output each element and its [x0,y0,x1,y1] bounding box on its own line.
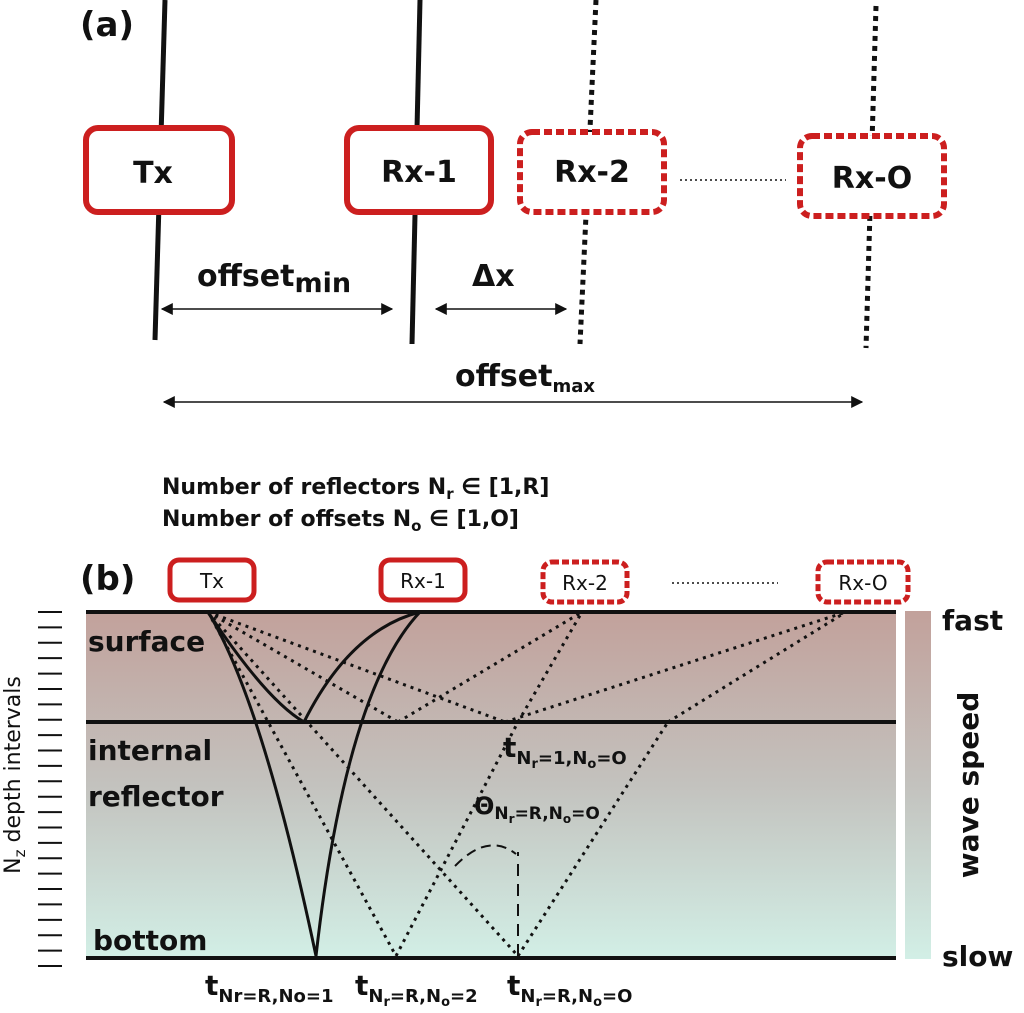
ray-bottom-o-to-rxo [667,610,847,724]
ray-bottom-2-to-rx2 [516,611,584,723]
delta-x-label: Δx [472,259,515,294]
angle-arc [454,844,517,867]
rx2-box [517,129,667,215]
offset-count-note: Number of offsets No ∈ [1,O] [162,507,519,535]
panel-a: (a) Tx Rx-1 Rx-2 Rx-O offsetmin Δx offse… [80,0,947,408]
tx-label-b: Tx [199,569,224,593]
colorbar-fast-label: fast [942,604,1003,637]
ray-tx-to-bottom-1 [206,611,318,957]
bottom-label: bottom [93,924,207,957]
tx-box-b [167,557,257,603]
colorbar-slow-label: slow [942,940,1013,973]
depth-axis-label: Nz depth intervals [1,676,29,874]
rx2-label: Rx-2 [554,155,630,190]
internal-reflector-label-1: internal [88,734,212,767]
rxo-box-b [815,559,911,605]
t-internal-label: tNr=1,No=O [503,731,627,772]
ray-bottom-o-up [516,721,670,957]
velocity-model [86,611,896,959]
theta-label: ΘNr=R,No=O [474,792,600,826]
colorbar-title: wave speed [952,692,985,878]
count-notes: Number of reflectors Nr ∈ [1,R] Number o… [162,475,549,535]
ray-internal-o-to-rxo [504,610,847,724]
rx1-label-b: Rx-1 [400,569,446,593]
internal-reflector-label-2: reflector [88,780,224,813]
ray-tx-to-bottom-o [206,610,520,958]
rxo-box [797,133,947,219]
solid-ray-paths [206,610,422,957]
panel-a-label: (a) [80,5,134,45]
t-bottom-2-label: tNr=R,No=2 [355,969,478,1010]
ray-internal-1-to-rx1 [302,610,421,723]
rx2-box-b [540,559,630,605]
ray-tx-to-bottom-2 [206,611,398,957]
wave-speed-colorbar [905,611,931,959]
offset-max-label: offsetmax [455,359,595,397]
depth-interval-ticks [38,611,62,967]
dotted-ray-paths [206,610,847,958]
tx-box [83,125,235,215]
rx2-label-b: Rx-2 [562,571,608,595]
rx1-box [344,125,494,215]
tx-label: Tx [133,156,173,191]
t-bottom-o-label: tNr=R,No=O [507,969,632,1010]
rxo-label: Rx-O [832,161,912,196]
rxo-label-b: Rx-O [838,571,887,595]
ray-bottom-1-to-rx1 [314,610,422,957]
rx1-label: Rx-1 [381,155,457,190]
rx1-box-b [378,557,468,603]
ray-internal-2-to-rx2 [397,610,583,724]
ray-tx-to-internal-1 [206,611,305,724]
surface-label: surface [88,625,205,658]
panel-b-label: (b) [80,559,135,599]
panel-b: (b) Nz depth intervals [1,557,1013,1010]
reflector-count-note: Number of reflectors Nr ∈ [1,R] [162,475,549,503]
t-bottom-1-label: tNr=R,No=1 [205,969,333,1007]
offset-min-label: offsetmin [197,259,351,299]
